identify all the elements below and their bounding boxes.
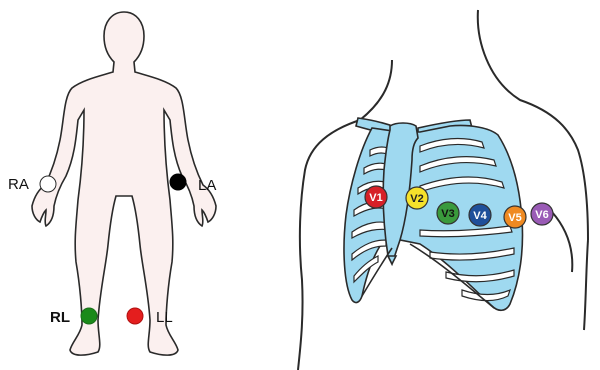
electrode-v3-label: V3 xyxy=(441,208,454,220)
body-figure xyxy=(32,12,216,355)
electrode-v4-label: V4 xyxy=(473,210,487,222)
label-la: LA xyxy=(198,177,216,194)
electrode-v4: V4 xyxy=(469,204,491,226)
electrode-v3: V3 xyxy=(437,202,459,224)
electrode-v5: V5 xyxy=(504,206,526,228)
electrode-ll xyxy=(127,308,143,324)
right-arm-line xyxy=(584,240,588,330)
arm-inner-line xyxy=(552,212,572,272)
label-ra: RA xyxy=(8,176,29,193)
electrode-v1: V1 xyxy=(365,186,387,208)
electrode-la xyxy=(170,174,186,190)
electrode-v2: V2 xyxy=(406,187,428,209)
electrode-v6-label: V6 xyxy=(535,209,548,221)
electrode-v6: V6 xyxy=(531,203,553,225)
electrode-ra xyxy=(40,176,56,192)
electrode-rl xyxy=(81,308,97,324)
electrode-v2-label: V2 xyxy=(410,193,423,205)
label-ll: LL xyxy=(156,309,173,326)
label-rl: RL xyxy=(50,309,70,326)
electrode-v5-label: V5 xyxy=(508,212,521,224)
body-silhouette xyxy=(32,12,216,355)
xiphoid xyxy=(388,256,396,264)
ribcage xyxy=(344,118,523,310)
electrode-v1-label: V1 xyxy=(369,192,382,204)
